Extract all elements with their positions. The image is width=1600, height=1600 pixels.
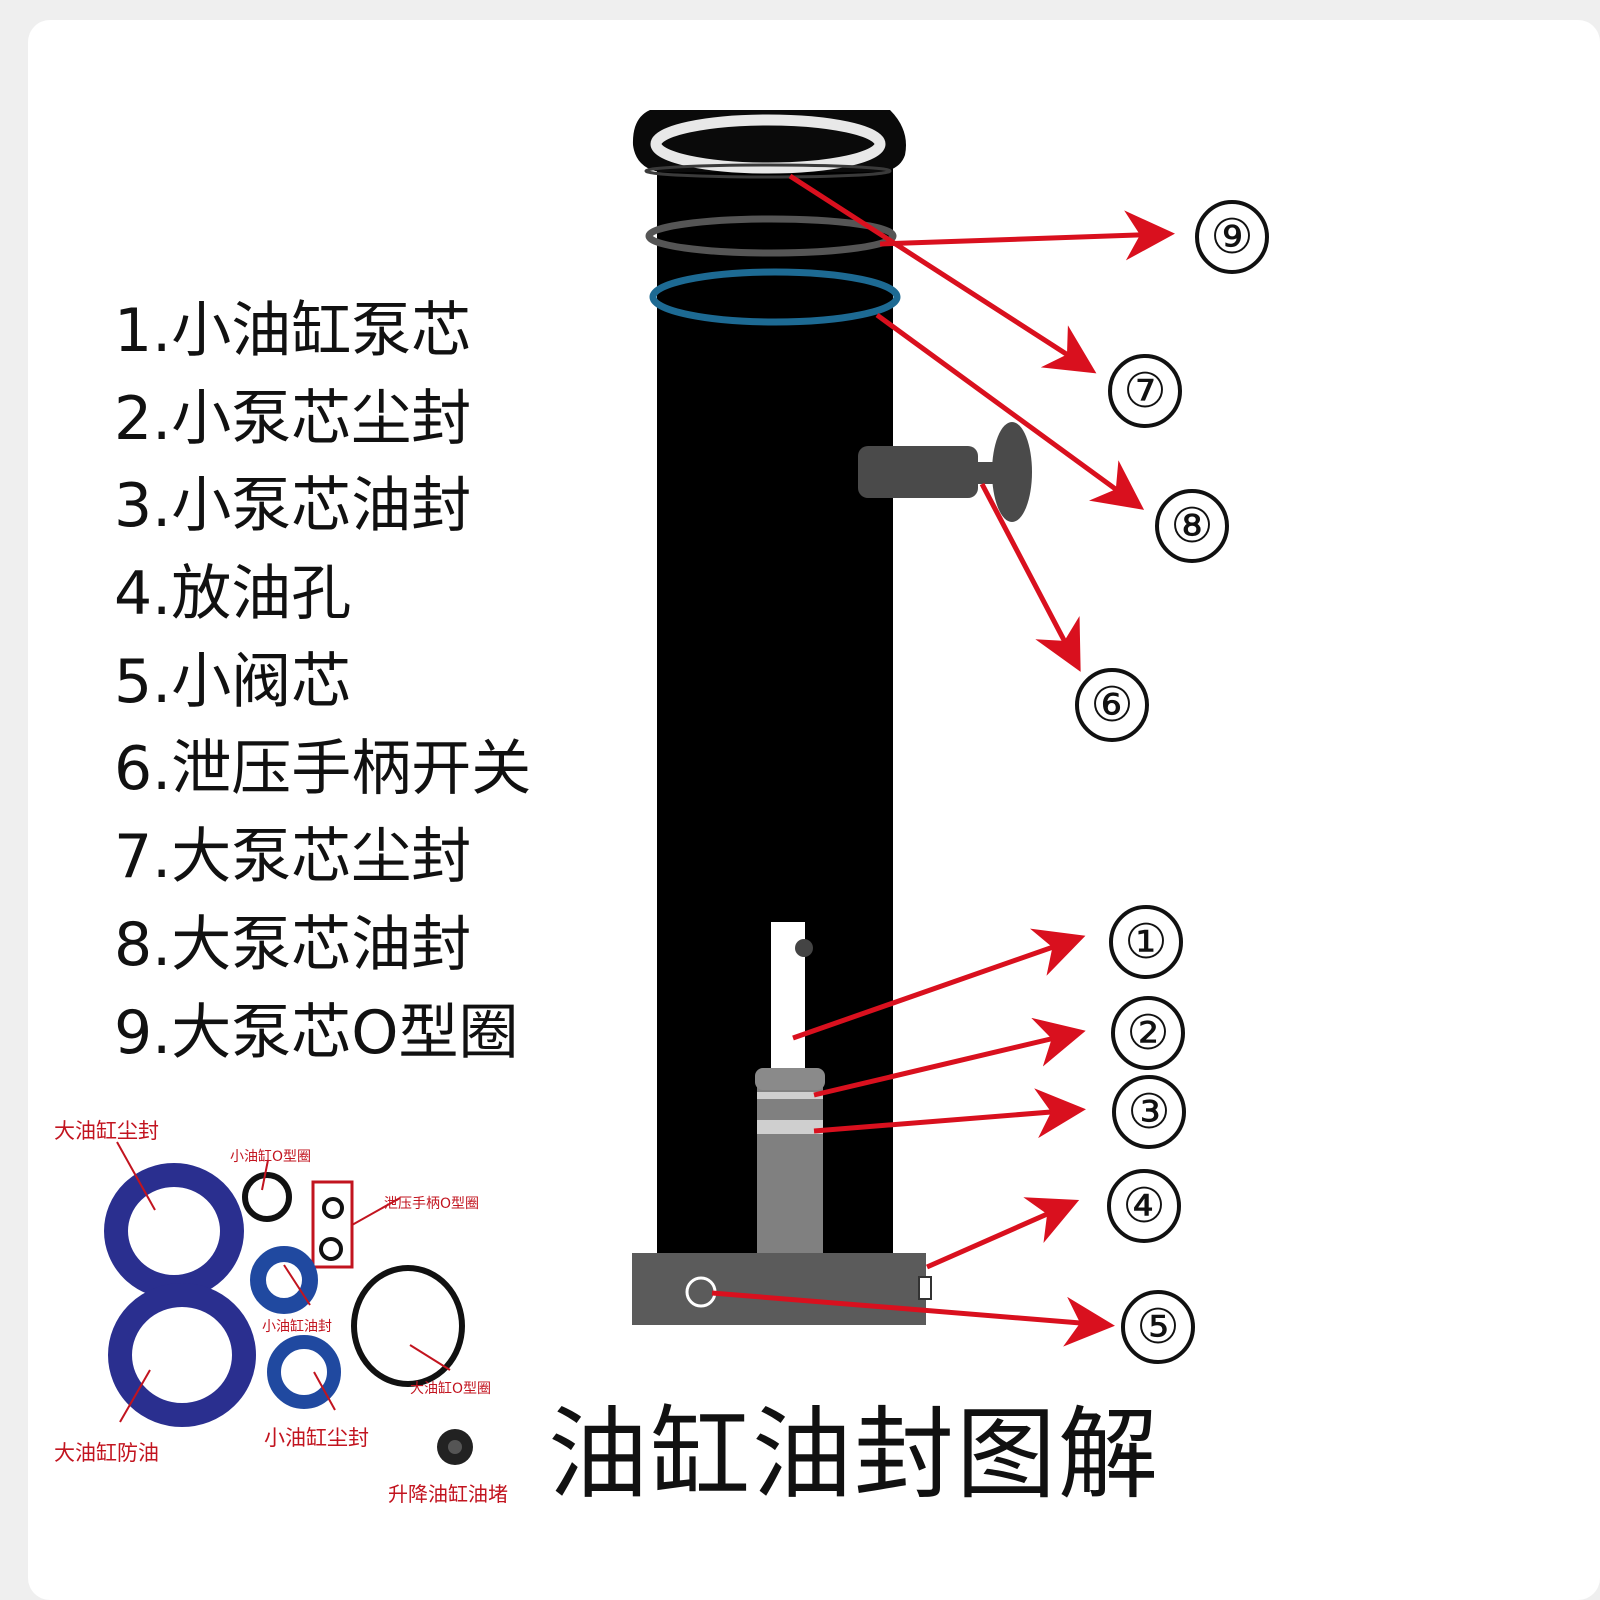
- legend-item: 8.大泵芯油封: [114, 909, 472, 980]
- large-oil-seal-ring: [108, 1283, 256, 1427]
- legend-item: 5.小阀芯: [114, 646, 352, 717]
- o-ring-grey: [645, 215, 897, 257]
- arrow-2: [813, 1017, 1086, 1098]
- drain-hole: [918, 1276, 932, 1300]
- part-legend: 1.小油缸泵芯 2.小泵芯尘封 3.小泵芯油封 4.放油孔 5.小阀芯 6.泄压…: [114, 288, 531, 1077]
- cylinder-rim: [644, 163, 892, 179]
- page-title: 油缸油封图解: [548, 1396, 1160, 1513]
- relief-handle-neck: [970, 462, 996, 484]
- label-large-o-ring: 大油缸O型圈: [410, 1381, 492, 1397]
- small-o-ring: [242, 1172, 292, 1222]
- relief-handle-knob: [992, 422, 1032, 522]
- small-pump-body: [757, 1071, 823, 1256]
- label-large-oil-seal: 大油缸防油: [54, 1441, 159, 1465]
- relief-o-ring-box: [311, 1180, 354, 1269]
- callout-6: ⑥: [1075, 668, 1149, 742]
- callout-8: ⑧: [1155, 489, 1229, 563]
- arrow-5: [711, 1290, 1115, 1347]
- label-small-oil-seal: 小油缸油封: [262, 1319, 332, 1335]
- small-dust-seal-ring: [267, 1335, 341, 1409]
- small-pump-body-top: [755, 1068, 825, 1090]
- label-oil-plug: 升降油缸油堵: [388, 1482, 508, 1506]
- callout-9: ⑨: [1195, 200, 1269, 274]
- arrows: [711, 173, 1175, 1347]
- large-dust-seal-ring: [104, 1163, 244, 1299]
- legend-item: 7.大泵芯尘封: [114, 822, 472, 893]
- callout-2: ②: [1111, 996, 1185, 1070]
- legend-item: 2.小泵芯尘封: [114, 383, 472, 454]
- small-oil-seal-ring: [250, 1246, 318, 1314]
- legend-item: 1.小油缸泵芯: [114, 296, 472, 366]
- arrow-7: [788, 173, 1097, 374]
- legend-item: 3.小泵芯油封: [114, 471, 472, 542]
- oil-seal-teal: [649, 268, 901, 326]
- o-ring-white: [650, 114, 886, 174]
- arrow-9: [879, 210, 1175, 261]
- legend-item: 9.大泵芯O型圈: [114, 997, 519, 1068]
- relief-handle-stem: [858, 446, 978, 498]
- callout-4: ④: [1107, 1169, 1181, 1243]
- small-pump-oil-seal-band: [757, 1120, 823, 1134]
- seal-photo: [104, 1141, 473, 1465]
- arrow-6: [979, 482, 1081, 672]
- label-large-dust-seal: 大油缸尘封: [54, 1119, 159, 1143]
- arrow-3: [813, 1088, 1086, 1139]
- callout-7: ⑦: [1108, 354, 1182, 428]
- arrow-8: [875, 312, 1145, 510]
- label-relief-o-ring: 泄压手柄O型圈: [384, 1196, 480, 1212]
- callout-5: ⑤: [1121, 1290, 1195, 1364]
- oil-plug-center: [448, 1440, 462, 1454]
- legend-item: 6.泄压手柄开关: [114, 734, 532, 805]
- relief-o-ring-2: [319, 1237, 343, 1261]
- label-small-dust-seal: 小油缸尘封: [264, 1426, 369, 1450]
- callout-3: ③: [1112, 1075, 1186, 1149]
- legend-item: 4.放油孔: [114, 559, 352, 630]
- label-small-o-ring: 小油缸O型圈: [230, 1149, 312, 1165]
- cylinder-base: [632, 1253, 926, 1325]
- small-pump-dust-seal-band: [757, 1092, 823, 1099]
- arrow-1: [792, 928, 1086, 1041]
- arrow-4: [925, 1197, 1080, 1270]
- small-pump-rod-pin: [795, 939, 813, 957]
- relief-o-ring-1: [322, 1197, 344, 1219]
- large-o-ring: [351, 1265, 465, 1387]
- callout-1: ①: [1109, 905, 1183, 979]
